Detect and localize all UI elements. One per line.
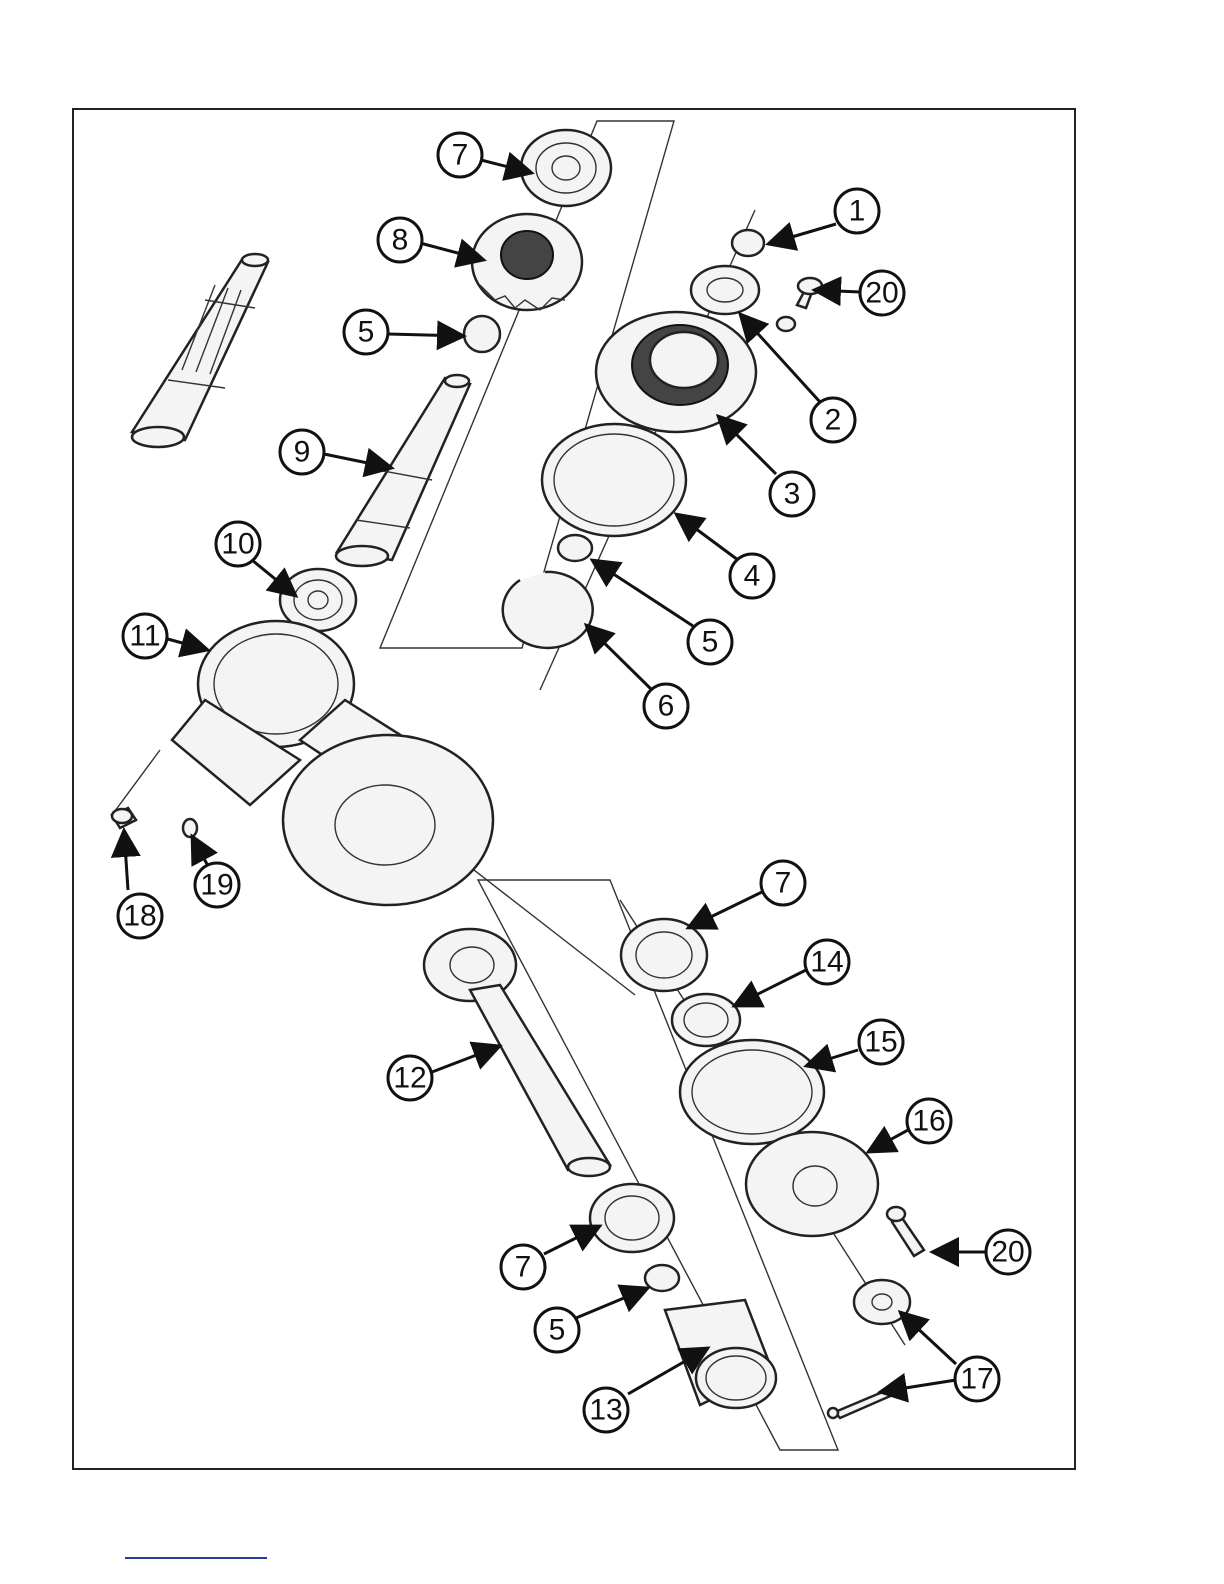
callout-13: 13 — [584, 1388, 628, 1432]
callout-14: 14 — [805, 940, 849, 984]
sleeve-13 — [665, 1300, 776, 1408]
callout-1: 1 — [835, 189, 879, 233]
svg-text:15: 15 — [864, 1026, 897, 1059]
callout-12: 12 — [388, 1056, 432, 1100]
svg-text:7: 7 — [452, 139, 469, 172]
callout-20-top: 20 — [860, 271, 904, 315]
center-line — [112, 750, 160, 815]
svg-text:17: 17 — [960, 1363, 993, 1396]
bevel-gear-8 — [472, 214, 582, 310]
callout-17: 17 — [955, 1357, 999, 1401]
bearing-cover-3 — [596, 312, 756, 432]
callout-8: 8 — [378, 218, 422, 262]
callout-18: 18 — [118, 894, 162, 938]
snap-ring-5-lower — [645, 1265, 679, 1291]
svg-text:1: 1 — [849, 195, 866, 228]
pinion-shaft-9 — [336, 375, 470, 566]
callout-3: 3 — [770, 472, 814, 516]
svg-text:20: 20 — [991, 1236, 1024, 1269]
cover-16 — [746, 1132, 878, 1236]
svg-text:5: 5 — [702, 626, 719, 659]
svg-text:2: 2 — [825, 404, 842, 437]
svg-text:19: 19 — [200, 869, 233, 902]
svg-text:12: 12 — [393, 1062, 426, 1095]
svg-text:5: 5 — [358, 316, 375, 349]
callout-5-right: 5 — [688, 620, 732, 664]
callout-20-lower: 20 — [986, 1230, 1030, 1274]
input-shaft — [132, 254, 268, 447]
output-shaft-12 — [424, 929, 610, 1176]
seal-2 — [691, 266, 759, 314]
svg-text:16: 16 — [912, 1105, 945, 1138]
callout-10: 10 — [216, 522, 260, 566]
bolt-20-top — [777, 278, 822, 331]
breather-18 — [112, 808, 136, 828]
svg-text:20: 20 — [865, 277, 898, 310]
bearing-7-lower-right — [621, 919, 707, 991]
svg-text:7: 7 — [515, 1251, 532, 1284]
gasket-15 — [680, 1040, 824, 1144]
svg-text:7: 7 — [775, 867, 792, 900]
snap-ring-6 — [503, 572, 593, 648]
callout-4: 4 — [730, 554, 774, 598]
callout-5-lower: 5 — [535, 1308, 579, 1352]
footer-rule — [125, 1557, 267, 1559]
snap-ring-1 — [732, 230, 764, 256]
bearing-7-lower-left — [590, 1184, 674, 1252]
svg-text:14: 14 — [810, 946, 843, 979]
svg-text:5: 5 — [549, 1314, 566, 1347]
callout-19: 19 — [195, 863, 239, 907]
bearing-7-top — [521, 130, 611, 206]
svg-text:6: 6 — [658, 690, 675, 723]
svg-text:13: 13 — [589, 1394, 622, 1427]
svg-text:3: 3 — [784, 478, 801, 511]
bolt-20-lower — [887, 1207, 924, 1256]
callout-5-upper: 5 — [344, 310, 388, 354]
callout-7-lower: 7 — [501, 1245, 545, 1289]
callout-16: 16 — [907, 1099, 951, 1143]
callout-7-mid: 7 — [761, 861, 805, 905]
gasket-4 — [542, 424, 686, 536]
snap-ring-5-right — [558, 535, 592, 561]
svg-text:11: 11 — [129, 620, 160, 653]
plug-19 — [183, 819, 197, 837]
callout-15: 15 — [859, 1020, 903, 1064]
svg-text:9: 9 — [294, 436, 311, 469]
callout-7-top: 7 — [438, 133, 482, 177]
callout-2: 2 — [811, 398, 855, 442]
svg-text:10: 10 — [221, 528, 254, 561]
callout-9: 9 — [280, 430, 324, 474]
svg-text:8: 8 — [392, 224, 409, 257]
snap-ring-5-upper — [464, 316, 500, 352]
callout-6: 6 — [644, 684, 688, 728]
svg-text:18: 18 — [123, 900, 156, 933]
svg-text:4: 4 — [744, 560, 761, 593]
seal-14 — [672, 994, 740, 1046]
castle-nut-17 — [854, 1280, 910, 1324]
callout-11: 11 — [123, 614, 167, 658]
